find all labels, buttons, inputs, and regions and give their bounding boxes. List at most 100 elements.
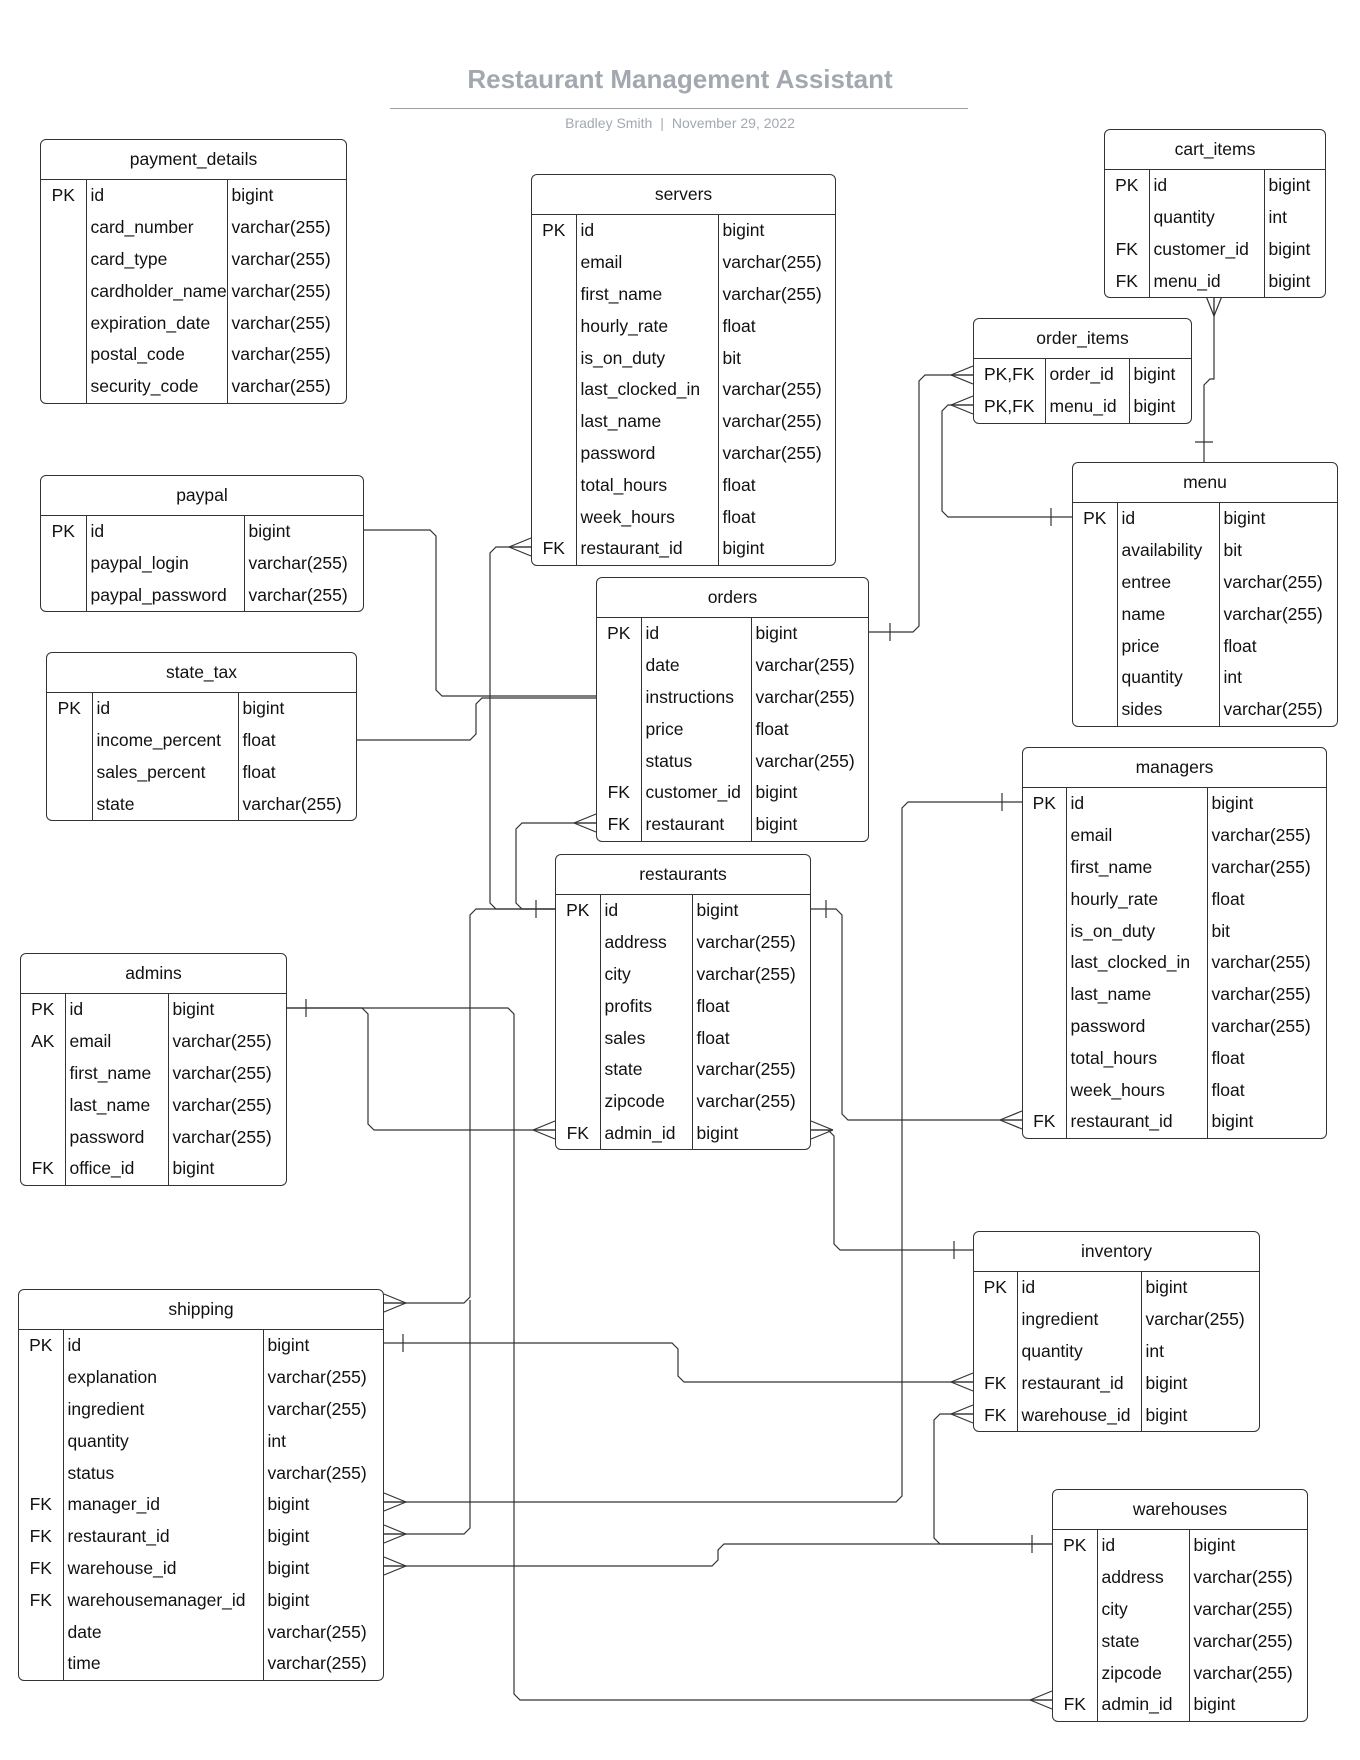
field-row[interactable]: PKidbigint <box>1073 503 1339 535</box>
field-row[interactable]: PKidbigint <box>1023 788 1328 820</box>
field-row[interactable]: PKidbigint <box>532 215 837 247</box>
field-row[interactable]: namevarchar(255) <box>1073 598 1339 631</box>
field-row[interactable]: paypal_loginvarchar(255) <box>41 547 365 580</box>
entity-servers[interactable]: serversPKidbigintemailvarchar(255)first_… <box>531 174 836 566</box>
field-row[interactable]: FKrestaurantbigint <box>597 808 870 841</box>
field-row[interactable]: cityvarchar(255) <box>1053 1593 1309 1626</box>
field-row[interactable]: first_namevarchar(255) <box>21 1057 288 1090</box>
field-row[interactable]: PKidbigint <box>556 895 812 927</box>
entity-menu[interactable]: menuPKidbigintavailabilitybitentreevarch… <box>1072 462 1338 727</box>
field-row[interactable]: statusvarchar(255) <box>597 745 870 777</box>
field-row[interactable]: quantityint <box>974 1335 1261 1368</box>
field-row[interactable]: salesfloat <box>556 1022 812 1054</box>
field-row[interactable]: FKcustomer_idbigint <box>1105 233 1327 266</box>
entity-warehouses[interactable]: warehousesPKidbigintaddressvarchar(255)c… <box>1052 1489 1308 1722</box>
entity-managers[interactable]: managersPKidbigintemailvarchar(255)first… <box>1022 747 1327 1139</box>
field-row[interactable]: PKidbigint <box>1105 170 1327 202</box>
field-row[interactable]: sidesvarchar(255) <box>1073 693 1339 726</box>
entity-orders[interactable]: ordersPKidbigintdatevarchar(255)instruct… <box>596 577 869 842</box>
field-row[interactable]: expiration_datevarchar(255) <box>41 307 348 339</box>
entity-state-tax[interactable]: state_taxPKidbigintincome_percentfloatsa… <box>46 652 358 822</box>
field-row[interactable]: last_namevarchar(255) <box>1023 978 1328 1011</box>
field-row[interactable]: instructionsvarchar(255) <box>597 681 870 714</box>
field-row[interactable]: quantityint <box>1105 201 1327 234</box>
field-row[interactable]: passwordvarchar(255) <box>1023 1010 1328 1043</box>
field-row[interactable]: hourly_ratefloat <box>1023 883 1328 916</box>
field-row[interactable]: passwordvarchar(255) <box>21 1121 288 1153</box>
field-row[interactable]: PK,FKmenu_idbigint <box>974 390 1193 423</box>
field-row[interactable]: explanationvarchar(255) <box>19 1361 385 1394</box>
field-row[interactable]: PKidbigint <box>19 1330 385 1362</box>
field-row[interactable]: income_percentfloat <box>47 724 358 757</box>
field-row[interactable]: total_hoursfloat <box>532 469 837 502</box>
field-row[interactable]: postal_codevarchar(255) <box>41 338 348 371</box>
field-row[interactable]: PKidbigint <box>597 618 870 650</box>
entity-cart-items[interactable]: cart_itemsPKidbigintquantityintFKcustome… <box>1104 129 1327 299</box>
field-row[interactable]: statevarchar(255) <box>556 1053 812 1086</box>
field-row[interactable]: PKidbigint <box>974 1272 1261 1304</box>
field-row[interactable]: FKrestaurant_idbigint <box>532 532 837 565</box>
field-row[interactable]: total_hoursfloat <box>1023 1042 1328 1075</box>
field-row[interactable]: PKidbigint <box>41 180 348 212</box>
entity-shipping[interactable]: shippingPKidbigintexplanationvarchar(255… <box>18 1289 384 1681</box>
field-row[interactable]: statusvarchar(255) <box>19 1457 385 1489</box>
entity-admins[interactable]: adminsPKidbigintAKemailvarchar(255)first… <box>20 953 287 1186</box>
field-row[interactable]: PKidbigint <box>1053 1530 1309 1562</box>
field-row[interactable]: emailvarchar(255) <box>1023 819 1328 852</box>
field-row[interactable]: AKemailvarchar(255) <box>21 1025 288 1058</box>
field-row[interactable]: FKwarehouse_idbigint <box>974 1399 1261 1431</box>
field-row[interactable]: first_namevarchar(255) <box>532 278 837 311</box>
field-row[interactable]: passwordvarchar(255) <box>532 437 837 470</box>
field-row[interactable]: profitsfloat <box>556 990 812 1023</box>
field-row[interactable]: cardholder_namevarchar(255) <box>41 275 348 308</box>
field-row[interactable]: emailvarchar(255) <box>532 246 837 279</box>
field-row[interactable]: hourly_ratefloat <box>532 310 837 343</box>
field-row[interactable]: statevarchar(255) <box>1053 1625 1309 1658</box>
entity-paypal[interactable]: paypalPKidbigintpaypal_loginvarchar(255)… <box>40 475 365 613</box>
field-row[interactable]: FKoffice_idbigint <box>21 1152 288 1185</box>
field-row[interactable]: last_namevarchar(255) <box>532 405 837 438</box>
field-row[interactable]: datevarchar(255) <box>19 1616 385 1648</box>
field-row[interactable]: FKrestaurant_idbigint <box>974 1367 1261 1400</box>
field-row[interactable]: pricefloat <box>1073 630 1339 662</box>
field-row[interactable]: FKwarehouse_idbigint <box>19 1552 385 1585</box>
field-row[interactable]: sales_percentfloat <box>47 756 358 789</box>
entity-payment-details[interactable]: payment_detailsPKidbigintcard_numbervarc… <box>40 139 347 404</box>
field-row[interactable]: PKidbigint <box>41 516 365 548</box>
field-row[interactable]: availabilitybit <box>1073 534 1339 567</box>
field-row[interactable]: last_clocked_invarchar(255) <box>532 373 837 406</box>
field-row[interactable]: PKidbigint <box>21 994 288 1026</box>
field-row[interactable]: FKadmin_idbigint <box>1053 1688 1309 1721</box>
field-row[interactable]: FKmenu_idbigint <box>1105 265 1327 298</box>
field-row[interactable]: PKidbigint <box>47 693 358 725</box>
field-row[interactable]: datevarchar(255) <box>597 649 870 682</box>
field-row[interactable]: FKadmin_idbigint <box>556 1117 812 1150</box>
field-row[interactable]: is_on_dutybit <box>1023 915 1328 947</box>
field-row[interactable]: week_hoursfloat <box>532 501 837 533</box>
entity-inventory[interactable]: inventoryPKidbigintingredientvarchar(255… <box>973 1231 1260 1432</box>
field-row[interactable]: paypal_passwordvarchar(255) <box>41 579 365 612</box>
field-row[interactable]: quantityint <box>1073 661 1339 694</box>
field-row[interactable]: addressvarchar(255) <box>1053 1561 1309 1594</box>
field-row[interactable]: quantityint <box>19 1425 385 1458</box>
field-row[interactable]: ingredientvarchar(255) <box>974 1303 1261 1336</box>
field-row[interactable]: pricefloat <box>597 713 870 746</box>
field-row[interactable]: FKmanager_idbigint <box>19 1488 385 1521</box>
field-row[interactable]: first_namevarchar(255) <box>1023 851 1328 884</box>
field-row[interactable]: zipcodevarchar(255) <box>1053 1657 1309 1689</box>
field-row[interactable]: card_typevarchar(255) <box>41 243 348 276</box>
field-row[interactable]: week_hoursfloat <box>1023 1074 1328 1106</box>
field-row[interactable]: is_on_dutybit <box>532 342 837 374</box>
field-row[interactable]: card_numbervarchar(255) <box>41 211 348 244</box>
entity-order-items[interactable]: order_itemsPK,FKorder_idbigintPK,FKmenu_… <box>973 318 1192 424</box>
field-row[interactable]: last_namevarchar(255) <box>21 1089 288 1122</box>
field-row[interactable]: statevarchar(255) <box>47 788 358 821</box>
field-row[interactable]: addressvarchar(255) <box>556 926 812 959</box>
field-row[interactable]: FKrestaurant_idbigint <box>1023 1105 1328 1138</box>
field-row[interactable]: FKwarehousemanager_idbigint <box>19 1584 385 1617</box>
field-row[interactable]: zipcodevarchar(255) <box>556 1085 812 1118</box>
field-row[interactable]: cityvarchar(255) <box>556 958 812 991</box>
field-row[interactable]: FKcustomer_idbigint <box>597 776 870 809</box>
field-row[interactable]: FKrestaurant_idbigint <box>19 1520 385 1553</box>
field-row[interactable]: timevarchar(255) <box>19 1647 385 1680</box>
